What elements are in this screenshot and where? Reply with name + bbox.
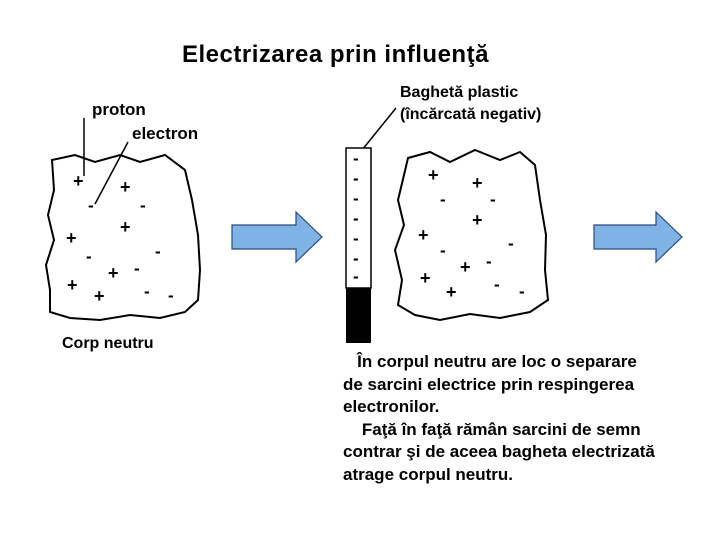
polarized-body-electron-charge: - [519, 282, 525, 301]
rod-pointer-line [361, 107, 397, 151]
neutral-body-proton-charge: + [66, 228, 77, 248]
description-line: de sarcini electrice prin respingerea [343, 374, 635, 394]
electron-pointer-line [94, 141, 129, 205]
polarized-body-proton-charge: + [428, 165, 439, 185]
rod-label-line-2: (încărcată negativ) [400, 106, 542, 123]
description-line: În corpul neutru are loc o separare [343, 352, 637, 371]
neutral-body-proton-charge: + [73, 171, 84, 191]
description-line: atrage corpul neutru. [343, 464, 514, 484]
rod-electron-charge: - [353, 149, 359, 168]
neutral-body-proton-charge: + [94, 286, 105, 306]
rod-electron-charge: - [353, 267, 359, 286]
polarized-body-electron-charge: - [440, 190, 446, 209]
rod-charged-part [345, 147, 372, 289]
rod-electron-charge: - [353, 169, 359, 188]
polarized-body-proton-charge: + [472, 173, 483, 193]
polarized-body-outline [393, 148, 550, 322]
rod-electron-charge: - [353, 229, 359, 248]
electron-label: electron [132, 124, 199, 143]
description-line: electronilor. [343, 397, 440, 416]
neutral-body-proton-charge: + [120, 177, 131, 197]
polarized-body-proton-charge: + [460, 257, 471, 277]
description-line: Faţă în faţă rămân sarcini de semn [343, 419, 641, 439]
neutral-body-label: Corp neutru [62, 335, 154, 352]
rod-electron-charge: - [353, 209, 359, 228]
neutral-body-electron-charge: - [155, 242, 161, 261]
polarized-body-proton-charge: + [472, 210, 483, 230]
rod-handle [346, 288, 371, 343]
neutral-body-outline [44, 153, 202, 322]
polarized-body-electron-charge: - [508, 234, 514, 253]
polarized-body-electron-charge: - [494, 275, 500, 294]
neutral-body-electron-charge: - [144, 282, 150, 301]
neutral-body-electron-charge: - [134, 259, 140, 278]
polarized-body-electron-charge: - [490, 190, 496, 209]
neutral-body-electron-charge: - [86, 247, 92, 266]
polarized-body-proton-charge: + [420, 268, 431, 288]
neutral-body-proton-charge: + [120, 217, 131, 237]
polarized-body-proton-charge: + [446, 282, 457, 302]
arrow-2 [593, 210, 683, 264]
rod-electron-charge: - [353, 189, 359, 208]
description-text: În corpul neutru are loc o separare de s… [343, 351, 715, 486]
proton-label: proton [92, 100, 146, 119]
neutral-body-proton-charge: + [67, 275, 78, 295]
polarized-body-electron-charge: - [440, 241, 446, 260]
neutral-body-electron-charge: - [168, 286, 174, 305]
polarized-body-electron-charge: - [486, 252, 492, 271]
neutral-body-electron-charge: - [140, 196, 146, 215]
description-line: contrar şi de aceea bagheta electrizată [343, 442, 655, 461]
rod-label-line-1: Baghetă plastic [400, 84, 519, 101]
neutral-body-electron-charge: - [88, 196, 94, 215]
arrow-1 [231, 210, 323, 264]
polarized-body-proton-charge: + [418, 225, 429, 245]
rod-electron-charge: - [353, 249, 359, 268]
diagram-title: Electrizarea prin influenţă [182, 41, 489, 68]
neutral-body-proton-charge: + [108, 263, 119, 283]
